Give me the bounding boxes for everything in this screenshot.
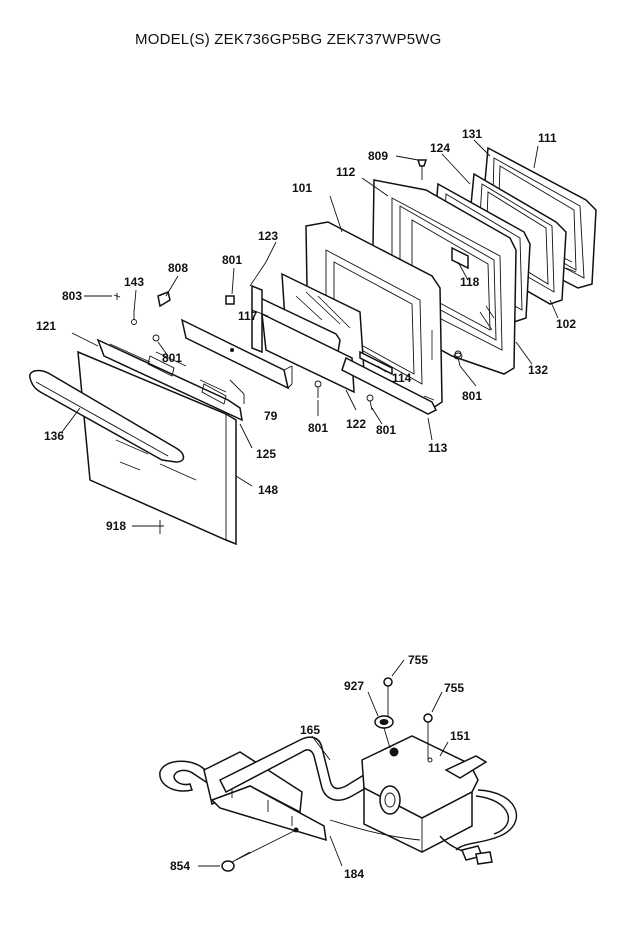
label-79: 79 bbox=[264, 409, 278, 423]
screw-801-d bbox=[366, 394, 374, 411]
screw-918 bbox=[156, 520, 164, 534]
page-title: MODEL(S) ZEK736GP5BG ZEK737WP5WG bbox=[135, 31, 442, 48]
screw-801-b bbox=[152, 334, 160, 342]
label-125: 125 bbox=[256, 447, 276, 461]
label-143: 143 bbox=[124, 275, 144, 289]
part-bracket-114 bbox=[359, 350, 393, 376]
label-102: 102 bbox=[556, 317, 576, 331]
label-118: 118 bbox=[460, 275, 480, 289]
screw-803 bbox=[113, 293, 121, 300]
part-lock-bracket-184 bbox=[159, 751, 327, 842]
screw-755-b bbox=[423, 713, 433, 760]
screw-801-a bbox=[225, 295, 235, 305]
clip-808 bbox=[157, 290, 171, 308]
part-door-liner-113 bbox=[341, 356, 438, 415]
part-hinge-strip-79 bbox=[180, 318, 293, 390]
label-854: 854 bbox=[170, 859, 190, 873]
screw-809 bbox=[416, 159, 428, 180]
label-113: 113 bbox=[428, 441, 448, 455]
label-132: 132 bbox=[528, 363, 548, 377]
washer-927 bbox=[374, 715, 394, 749]
label-808: 808 bbox=[168, 261, 188, 275]
screw-801-e bbox=[454, 350, 462, 367]
label-111: 111 bbox=[538, 131, 557, 145]
part-handle-136 bbox=[29, 369, 185, 463]
part-insulation-122 bbox=[261, 312, 355, 394]
label-148: 148 bbox=[258, 483, 278, 497]
label-101: 101 bbox=[292, 181, 312, 195]
label-122: 122 bbox=[346, 417, 366, 431]
label-112: 112 bbox=[336, 165, 356, 179]
label-117: 117 bbox=[238, 309, 258, 323]
part-clip-118 bbox=[451, 246, 469, 270]
label-801-a: 801 bbox=[222, 253, 242, 267]
label-123: 123 bbox=[258, 229, 278, 243]
label-801-d: 801 bbox=[308, 421, 328, 435]
door-assembly: 111 131 124 809 112 101 123 118 102 132 … bbox=[29, 127, 597, 546]
lock-assembly: 755 927 755 165 151 854 184 bbox=[159, 653, 518, 881]
label-136: 136 bbox=[44, 429, 64, 443]
label-131: 131 bbox=[462, 127, 482, 141]
label-927: 927 bbox=[344, 679, 364, 693]
label-755-b: 755 bbox=[444, 681, 464, 695]
part-trim-125 bbox=[96, 338, 243, 422]
label-801-c: 801 bbox=[462, 389, 482, 403]
screw-801-c bbox=[314, 380, 322, 398]
label-184: 184 bbox=[344, 867, 364, 881]
label-809: 809 bbox=[368, 149, 388, 163]
label-114: 114 bbox=[392, 371, 412, 385]
label-801-b: 801 bbox=[162, 351, 182, 365]
label-151: 151 bbox=[450, 729, 470, 743]
label-121: 121 bbox=[36, 319, 56, 333]
label-124: 124 bbox=[430, 141, 450, 155]
part-lock-housing-151 bbox=[361, 735, 488, 853]
label-755-a: 755 bbox=[408, 653, 428, 667]
part-wiring-harness bbox=[329, 789, 518, 865]
label-801-e: 801 bbox=[376, 423, 396, 437]
screw-143 bbox=[131, 310, 137, 325]
label-918: 918 bbox=[106, 519, 126, 533]
label-165: 165 bbox=[300, 723, 320, 737]
screw-755-a bbox=[383, 677, 393, 716]
label-803: 803 bbox=[62, 289, 82, 303]
